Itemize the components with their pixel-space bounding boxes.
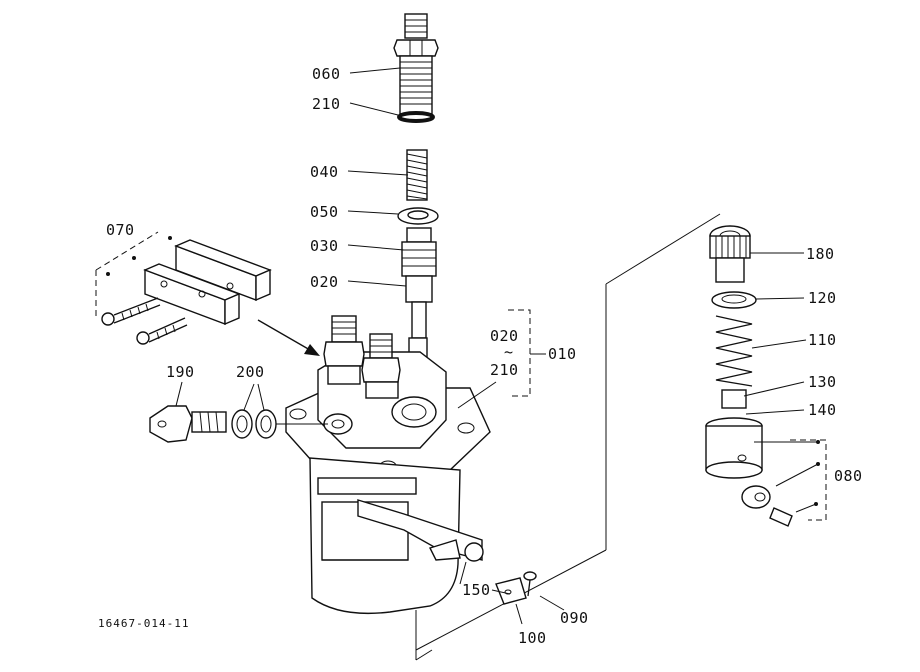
label-140: 140 [808, 401, 837, 419]
label-100: 100 [518, 629, 547, 647]
label-030: 030 [310, 237, 339, 255]
group-bracket-010 [508, 309, 546, 397]
label-040: 040 [310, 163, 339, 181]
delivery-valve [401, 227, 437, 303]
label-190: 190 [166, 363, 195, 381]
retainer-plates [143, 239, 272, 326]
label-tilde: ~ [504, 343, 514, 361]
delivery-valve-holder [393, 13, 439, 123]
label-090: 090 [560, 609, 589, 627]
group-bracket-080 [754, 439, 827, 521]
label-010: 010 [548, 345, 577, 363]
label-200: 200 [236, 363, 265, 381]
label-120: 120 [808, 289, 837, 307]
valve-spring [406, 149, 428, 201]
label-070: 070 [106, 221, 135, 239]
label-050: 050 [310, 203, 339, 221]
label-210: 210 [312, 95, 341, 113]
label-130: 130 [808, 373, 837, 391]
gasket [397, 207, 439, 225]
label-060: 060 [312, 65, 341, 83]
injection-pump-body [285, 315, 491, 615]
screws [101, 297, 188, 345]
assembly-arrow [257, 319, 320, 356]
washers [231, 409, 328, 439]
drawing-reference-number: 16467-014-11 [98, 617, 190, 630]
label-080: 080 [834, 467, 863, 485]
label-020: 020 [310, 273, 339, 291]
label-020-group: 020 [490, 327, 519, 345]
group-bracket-070 [95, 231, 172, 318]
label-110: 110 [808, 331, 837, 349]
lock-plate [495, 571, 537, 605]
control-sleeve-assembly [705, 225, 793, 527]
leader-lines [175, 67, 807, 625]
label-180: 180 [806, 245, 835, 263]
label-210-group: 210 [490, 361, 519, 379]
banjo-fitting [149, 405, 227, 443]
label-150: 150 [462, 581, 491, 599]
